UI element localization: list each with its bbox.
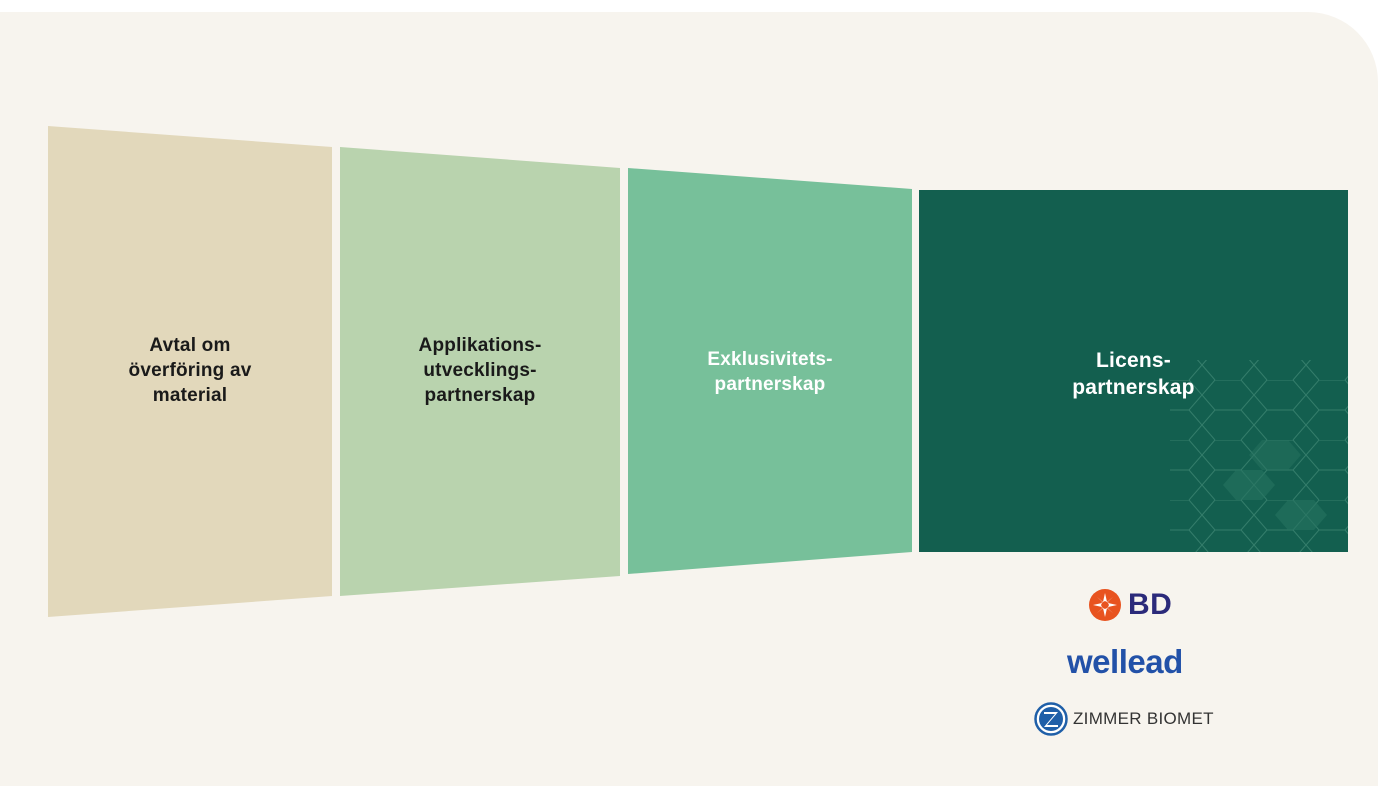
wellead-logo: wellead — [1067, 643, 1183, 681]
wellead-text: wellead — [1067, 643, 1183, 680]
bd-starburst-icon — [1089, 589, 1121, 621]
stage-1-panel — [48, 126, 332, 617]
bd-text: BD — [1128, 588, 1173, 621]
bd-logo: BD — [1088, 588, 1172, 622]
stage-2-label: Applikations- utvecklings- partnerskap — [418, 335, 542, 406]
stage-1-label: Avtal om överföring av material — [128, 335, 252, 406]
stage-4-label: Licens- partnerskap — [1072, 349, 1195, 399]
zimmer-biomet-text: ZIMMER BIOMET — [1073, 709, 1214, 728]
hexagon-pattern-decoration — [1170, 360, 1348, 552]
stage-2-panel — [340, 147, 620, 596]
zimmer-z-icon — [1034, 702, 1068, 736]
stage-3-label: Exklusivitets- partnerskap — [707, 349, 833, 395]
stage-3-panel — [628, 168, 912, 574]
zimmer-biomet-logo: ZIMMER BIOMET — [1034, 702, 1214, 736]
